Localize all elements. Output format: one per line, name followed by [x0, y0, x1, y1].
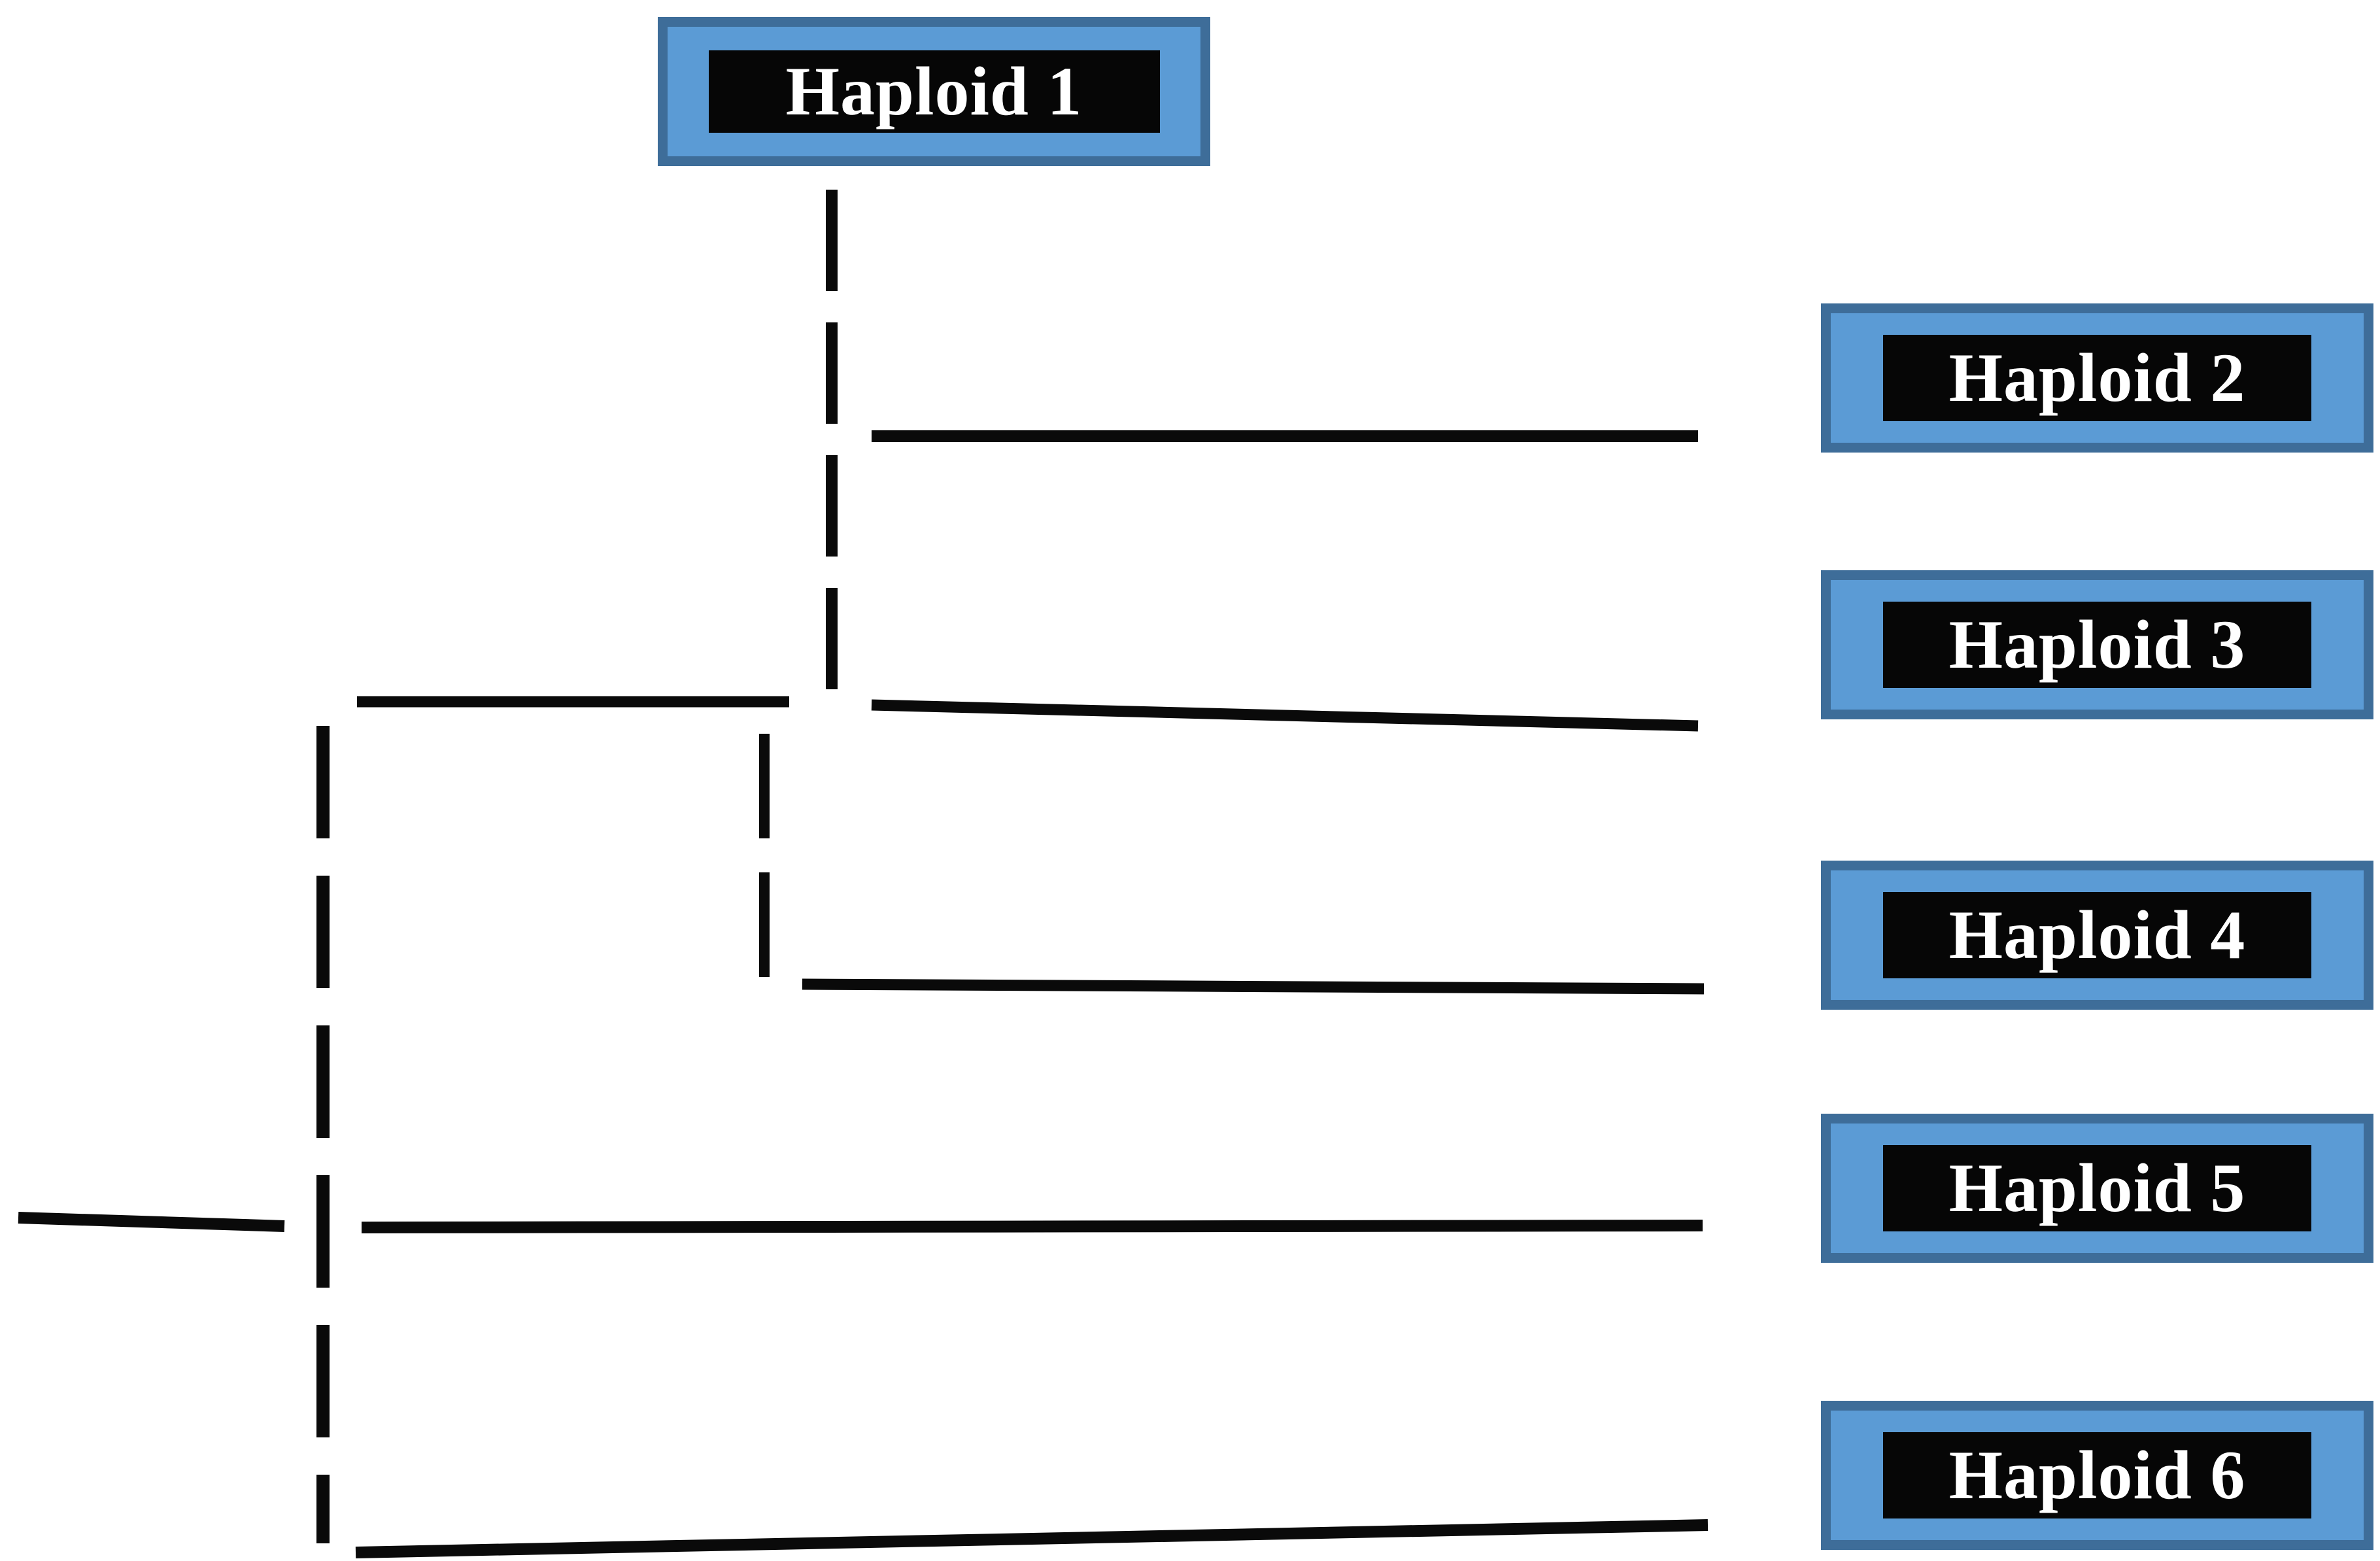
node-box-haploid-2: Haploid 2	[1821, 303, 2373, 453]
outgroup-stub-line	[18, 1212, 285, 1232]
node-label: Haploid 5	[1948, 1150, 2246, 1226]
node-label-plate: Haploid 2	[1883, 335, 2311, 421]
node-label: Haploid 6	[1948, 1437, 2246, 1513]
node-label: Haploid 2	[1948, 339, 2246, 416]
node-box-haploid-5: Haploid 5	[1821, 1114, 2373, 1263]
node-label-plate: Haploid 6	[1883, 1432, 2311, 1518]
branch-line-haploid-6	[355, 1519, 1708, 1558]
node-label-plate: Haploid 5	[1883, 1145, 2311, 1231]
node-label: Haploid 3	[1948, 606, 2246, 683]
node-box-haploid-6: Haploid 6	[1821, 1401, 2373, 1550]
node-label-plate: Haploid 4	[1883, 892, 2311, 978]
branch-line-haploid-4	[802, 978, 1705, 995]
node-label-plate: Haploid 1	[708, 50, 1160, 133]
node-label: Haploid 1	[785, 53, 1083, 129]
branch-line-haploid-3	[871, 699, 1699, 732]
node-label-plate: Haploid 3	[1883, 602, 2311, 688]
node-box-haploid-3: Haploid 3	[1821, 570, 2373, 719]
branch-line-haploid-5	[361, 1220, 1703, 1233]
node-box-haploid-1: Haploid 1	[658, 17, 1210, 166]
node-box-haploid-4: Haploid 4	[1821, 861, 2373, 1010]
node-label: Haploid 4	[1948, 897, 2246, 973]
